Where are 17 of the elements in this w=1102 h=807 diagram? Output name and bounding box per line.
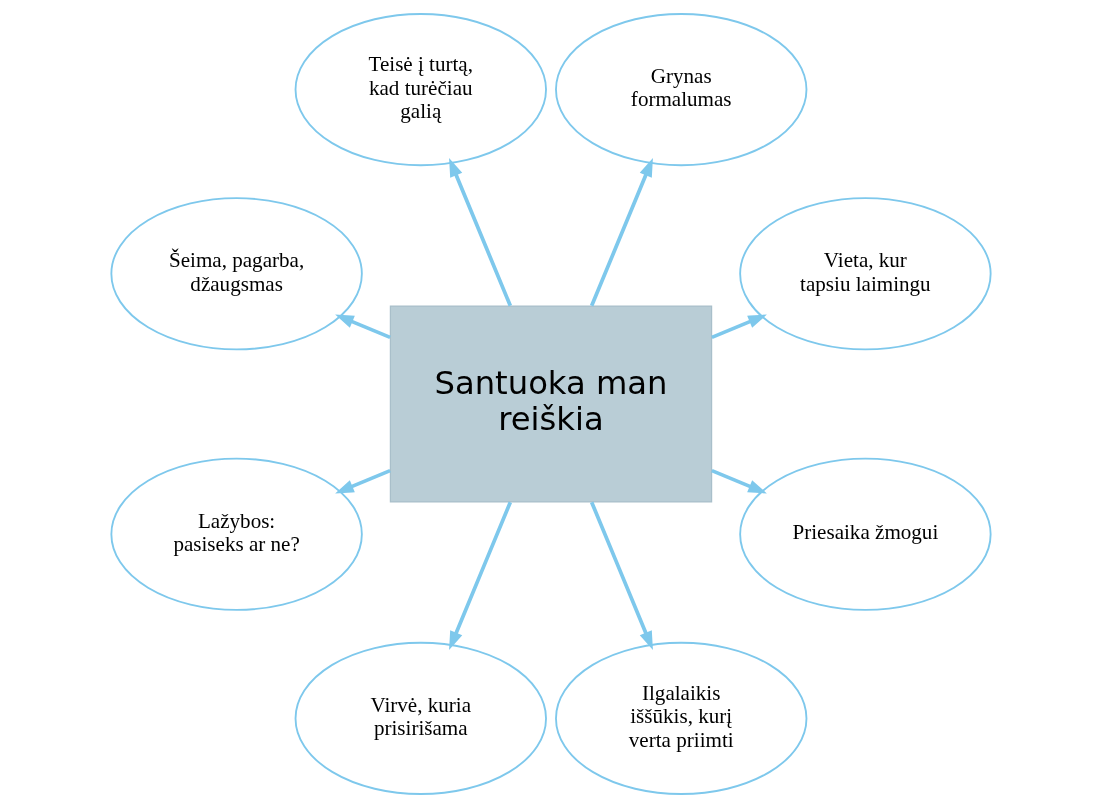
- arrow: [449, 157, 513, 307]
- arrow: [449, 500, 513, 650]
- node-ellipse: Vieta, kur tapsiu laimingu: [739, 196, 992, 350]
- arrow: [335, 314, 391, 339]
- arrow: [589, 500, 653, 650]
- arrow: [335, 468, 391, 493]
- node-ellipse: Teisė į turtą, kad turėčiau galią: [294, 12, 547, 166]
- node-ellipse: Šeima, pagarba, džaugsmas: [110, 196, 363, 350]
- node-ellipse: Grynas formalumas: [555, 12, 808, 166]
- arrow: [711, 314, 767, 339]
- node-ellipse: Ilgalaikis iššūkis, kurį verta priimti: [555, 641, 808, 795]
- node-ellipse: Virvė, kuria prisirišama: [294, 641, 547, 795]
- node-ellipse: Priesaika žmogui: [739, 457, 992, 611]
- arrow: [711, 468, 767, 493]
- arrow: [589, 157, 653, 307]
- node-box: Santuoka man reiškia: [389, 304, 713, 503]
- node-ellipse: Lažybos: pasiseks ar ne?: [110, 457, 363, 611]
